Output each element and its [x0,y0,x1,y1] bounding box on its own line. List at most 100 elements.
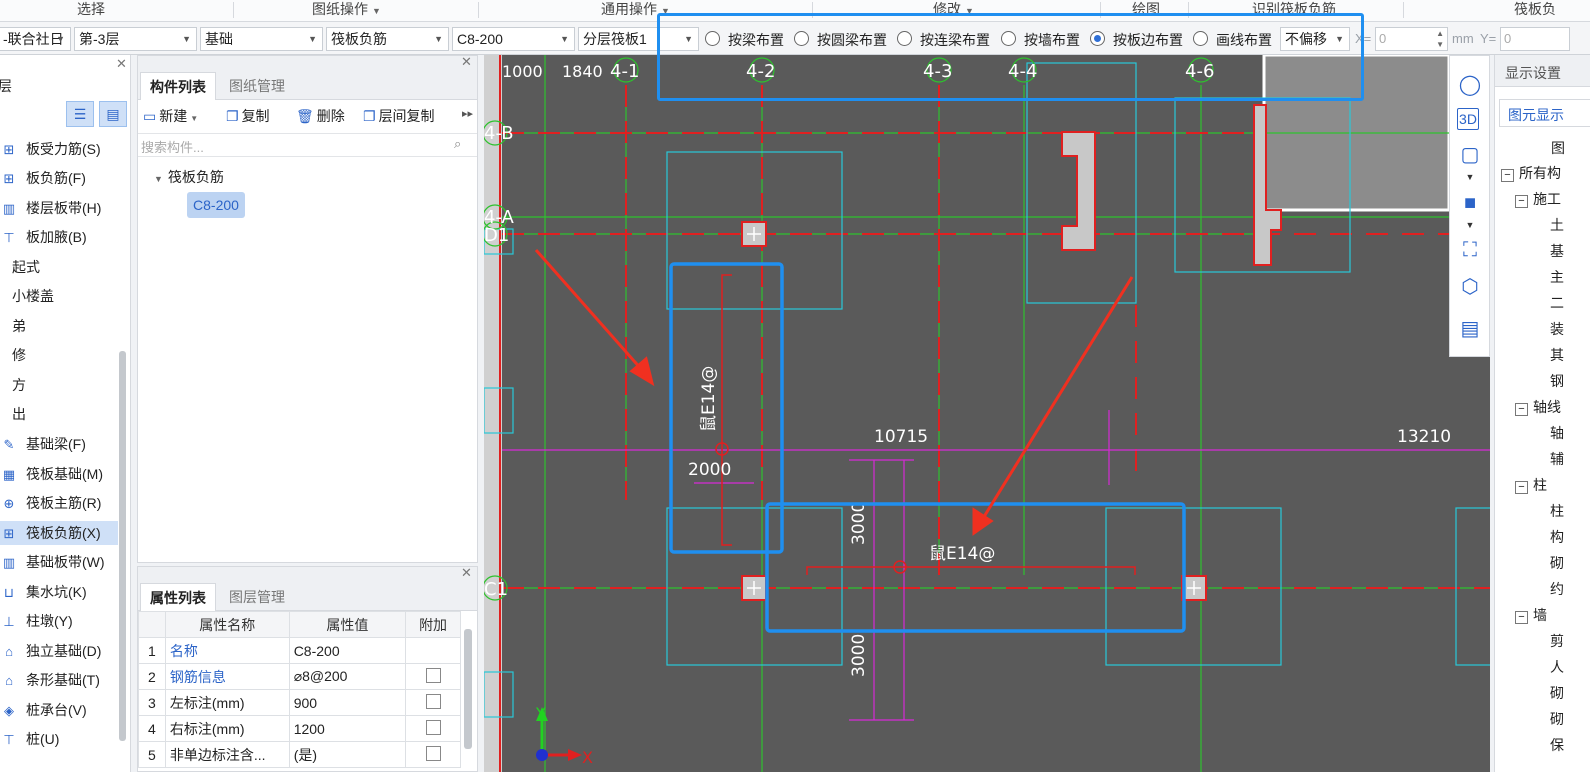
nav-item[interactable]: ▦筏板基础(M) [0,462,118,486]
property-value[interactable]: ⌀8@200 [288,663,407,690]
nav-item[interactable]: ⊤板加腋(B) [0,225,118,249]
nav-item[interactable]: ⌂独立基础(D) [0,639,118,663]
radio-by-circular-beam[interactable] [794,31,809,46]
solid-cube-icon[interactable]: ■ [1463,192,1477,214]
project-combo[interactable]: -联合社日▼ [0,27,71,51]
tree-item[interactable]: 保 [1550,735,1564,755]
tree-item[interactable]: 二 [1550,293,1564,313]
tab-layer-management[interactable]: 图层管理 [220,583,294,611]
nav-item[interactable]: ⊔集水坑(K) [0,580,118,604]
tab-component-list[interactable]: 构件列表 [140,72,216,100]
ribbon-group-common-ops[interactable]: 通用操作▼ [601,0,670,22]
delete-button[interactable]: 🗑删除 [296,103,345,129]
close-icon[interactable]: ✕ [116,56,127,71]
tree-item[interactable]: 装 [1550,319,1564,339]
nav-item[interactable]: ⊞板受力筋(S) [0,137,118,161]
extra-checkbox[interactable] [425,745,441,761]
radio-by-coupling-beam[interactable] [897,31,912,46]
tree-item[interactable]: 主 [1550,267,1564,287]
offset-combo[interactable]: 不偏移▼ [1280,27,1350,51]
collapse-icon[interactable]: − [1501,169,1514,182]
ribbon-group-select[interactable]: 选择 [77,0,105,22]
drawing-canvas[interactable]: 1000 1840 4-1 4-2 4-3 4-4 4-6 4-B 4-A D1… [484,55,1490,772]
property-scrollbar[interactable] [464,629,472,749]
tree-node-parent[interactable]: ▼筏板负筋 [154,167,224,187]
tree-item[interactable]: 砌 [1550,709,1564,729]
nav-item[interactable]: ▥基础板带(W) [0,550,118,574]
tree-item[interactable]: 土 [1550,215,1564,235]
tab-element-display[interactable]: 图元显示 [1499,99,1590,127]
collapse-icon[interactable]: − [1515,611,1528,624]
more-icon[interactable]: ▸▸ [462,108,474,120]
close-icon[interactable]: ✕ [461,54,472,69]
nav-item[interactable]: ⊥柱墩(Y) [0,609,118,633]
tree-item[interactable]: 构 [1550,527,1564,547]
component-combo[interactable]: C8-200▼ [452,27,575,51]
search-icon[interactable]: ⌕ [454,136,462,151]
orbit-icon[interactable]: ◯ [1458,74,1482,96]
tree-item[interactable]: 辅 [1550,449,1564,469]
tree-item[interactable]: 其 [1550,345,1564,365]
nav-item[interactable]: 弟 [0,314,118,338]
floor-copy-button[interactable]: ❐层间复制 [363,103,435,129]
tree-item[interactable]: 约 [1550,579,1564,599]
nav-item[interactable]: ◈桩承台(V) [0,698,118,722]
nav-item[interactable]: ⊞板负筋(F) [0,166,118,190]
cad-drawing[interactable]: 1000 1840 4-1 4-2 4-3 4-4 4-6 4-B 4-A D1… [484,55,1490,772]
category-combo[interactable]: 基础▼ [200,27,323,51]
box-select-icon[interactable]: ⬡ [1461,276,1479,298]
property-value[interactable]: 900 [288,689,407,716]
nav-item[interactable]: ⌂条形基础(T) [0,668,118,692]
nav-item[interactable]: 出 [0,402,118,426]
nav-item[interactable]: ⊤桩(U) [0,727,118,751]
tree-item[interactable]: −所有构 [1501,163,1561,183]
cube-view-icon[interactable]: ▢ [1460,144,1480,166]
radio-by-wall[interactable] [1001,31,1016,46]
chevron-down-icon[interactable]: ▼ [1465,220,1475,230]
radio-by-beam[interactable] [705,31,720,46]
expand-icon[interactable]: ▼ [154,174,163,184]
collapse-icon[interactable]: − [1515,195,1528,208]
tree-item[interactable]: −轴线 [1515,397,1561,417]
nav-scrollbar[interactable] [119,351,126,741]
tree-node-selected[interactable]: C8-200 [187,192,245,218]
copy-button[interactable]: ❐复制 [226,103,270,129]
nav-item[interactable]: ✎基础梁(F) [0,432,118,456]
radio-by-slab-edge[interactable] [1090,31,1105,46]
component-search-input[interactable]: 搜索构件... ⌕ [138,133,477,157]
tree-item[interactable]: 柱 [1550,501,1564,521]
floor-combo[interactable]: 第-3层▼ [74,27,197,51]
nav-item[interactable]: 方 [0,373,118,397]
new-button[interactable]: ▭新建▼ [143,103,198,129]
chevron-down-icon[interactable]: ▼ [1465,172,1475,182]
tab-drawing-management[interactable]: 图纸管理 [220,72,294,100]
nav-item[interactable]: ⊕筏板主筋(R) [0,491,118,515]
tree-item[interactable]: 剪 [1550,631,1564,651]
ribbon-group-raft-neg[interactable]: 筏板负 [1514,0,1556,22]
tree-item[interactable]: 轴 [1550,423,1564,443]
spin-arrows-icon[interactable]: ▲▼ [1436,29,1444,49]
collapse-icon[interactable]: − [1515,481,1528,494]
nav-item[interactable]: 小楼盖 [0,284,118,308]
x-offset-input[interactable]: 0▲▼ [1375,27,1448,51]
radio-draw-line[interactable] [1193,31,1208,46]
nav-item[interactable]: 起式 [0,255,118,279]
report-icon[interactable]: ▤ [1460,318,1480,340]
nav-item[interactable]: ▥楼层板带(H) [0,196,118,220]
layer-raft-combo[interactable]: 分层筏板1▼ [578,27,699,51]
property-value[interactable]: 1200 [288,715,407,742]
3d-view-icon[interactable]: 3D [1457,108,1479,130]
tree-item[interactable]: 人 [1550,657,1564,677]
list-view-icon[interactable]: ☰ [66,101,94,127]
nav-item[interactable]: ⊞筏板负筋(X) [0,521,118,545]
tree-item[interactable]: −柱 [1515,475,1547,495]
extra-checkbox[interactable] [425,693,441,709]
detail-view-icon[interactable]: ▤ [99,101,127,127]
close-icon[interactable]: ✕ [461,565,472,580]
tree-item[interactable]: 基 [1550,241,1564,261]
